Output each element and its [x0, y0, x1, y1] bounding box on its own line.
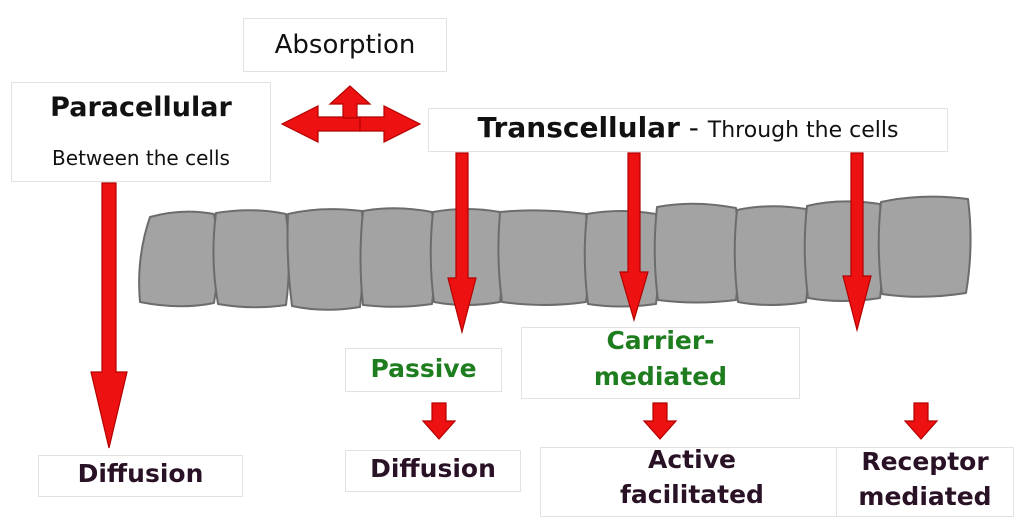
carrier-arrow [619, 152, 649, 323]
passive-diffusion-arrow [421, 402, 457, 440]
passive-arrow [447, 152, 477, 335]
active-label-line1: Active [648, 445, 736, 474]
cell-6 [497, 209, 590, 306]
passive-label: Passive [370, 354, 477, 383]
transcellular-box [428, 108, 948, 152]
cell-3 [286, 208, 365, 311]
receptor-label-line2: mediated [858, 482, 992, 511]
receptor-label-line1: Receptor [861, 447, 989, 476]
passive-diffusion-label: Diffusion [370, 454, 496, 483]
transcellular-dash: - [688, 111, 699, 144]
receptor-mediated-box [836, 447, 1014, 517]
passive-box [345, 348, 502, 392]
receptor-arrow [842, 152, 872, 333]
paracellular-arrow [90, 182, 128, 449]
absorption-label: Absorption [274, 30, 416, 60]
passive-diffusion-box [345, 450, 521, 492]
cell-9 [733, 205, 810, 306]
absorption-arrow-right [359, 105, 422, 143]
carrier-label-line2: mediated [593, 362, 728, 391]
receptor-mediated-arrow [903, 402, 939, 440]
transcellular-heading: Transcellular - Through the cells [428, 111, 948, 144]
transcellular-title: Transcellular [477, 111, 680, 144]
active-label-line2: facilitated [620, 480, 764, 509]
cell-7 [583, 210, 660, 308]
paracellular-box [11, 82, 271, 182]
cell-11 [877, 195, 972, 298]
cell-2 [212, 209, 290, 309]
cell-layer [138, 195, 972, 311]
cell-8 [653, 202, 740, 304]
active-facilitated-box [540, 447, 844, 517]
para-diffusion-label: Diffusion [77, 459, 204, 488]
paracellular-title: Paracellular [50, 92, 232, 123]
transcellular-subtitle: Through the cells [707, 118, 899, 143]
carrier-box [521, 327, 800, 399]
arrow-layer [90, 85, 939, 449]
paracellular-subtitle: Between the cells [52, 146, 230, 170]
cell-10 [803, 200, 884, 302]
carrier-label-line1: Carrier- [606, 326, 715, 355]
cell-1 [138, 210, 219, 308]
para-diffusion-box [38, 455, 243, 497]
absorption-box [243, 18, 447, 72]
carrier-active-arrow [642, 402, 678, 440]
absorption-arrow-up [328, 85, 372, 119]
cell-4 [359, 207, 436, 308]
